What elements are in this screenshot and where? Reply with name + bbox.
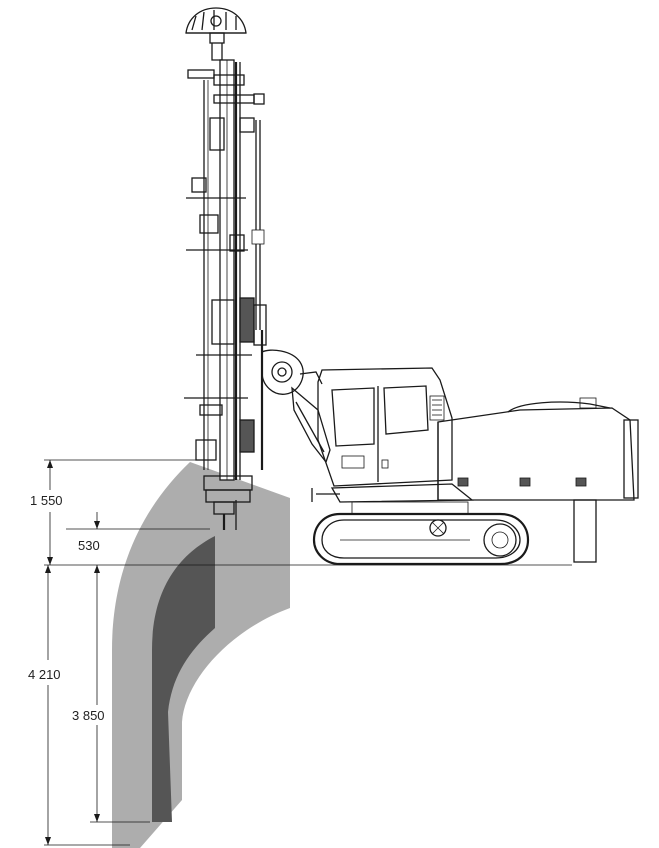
drill-rig-drawing	[184, 7, 639, 566]
dimension-arrowheads	[45, 460, 100, 845]
dimension-total-depth-label: 4 210	[28, 667, 61, 682]
mast-brackets	[184, 69, 267, 461]
inner-reach-area	[152, 536, 215, 822]
mast	[203, 59, 265, 481]
undercarriage	[311, 483, 474, 515]
operator-cab	[317, 367, 453, 487]
outer-reach-area	[112, 462, 290, 848]
drill-string	[203, 475, 253, 530]
dimension-inner-depth-label: 3 850	[72, 708, 105, 723]
dimension-height-above-ground-label: 1 550	[30, 493, 63, 508]
crawler-track	[312, 512, 530, 566]
rotation-head	[185, 7, 247, 61]
dimension-feed-offset-label: 530	[78, 538, 100, 553]
